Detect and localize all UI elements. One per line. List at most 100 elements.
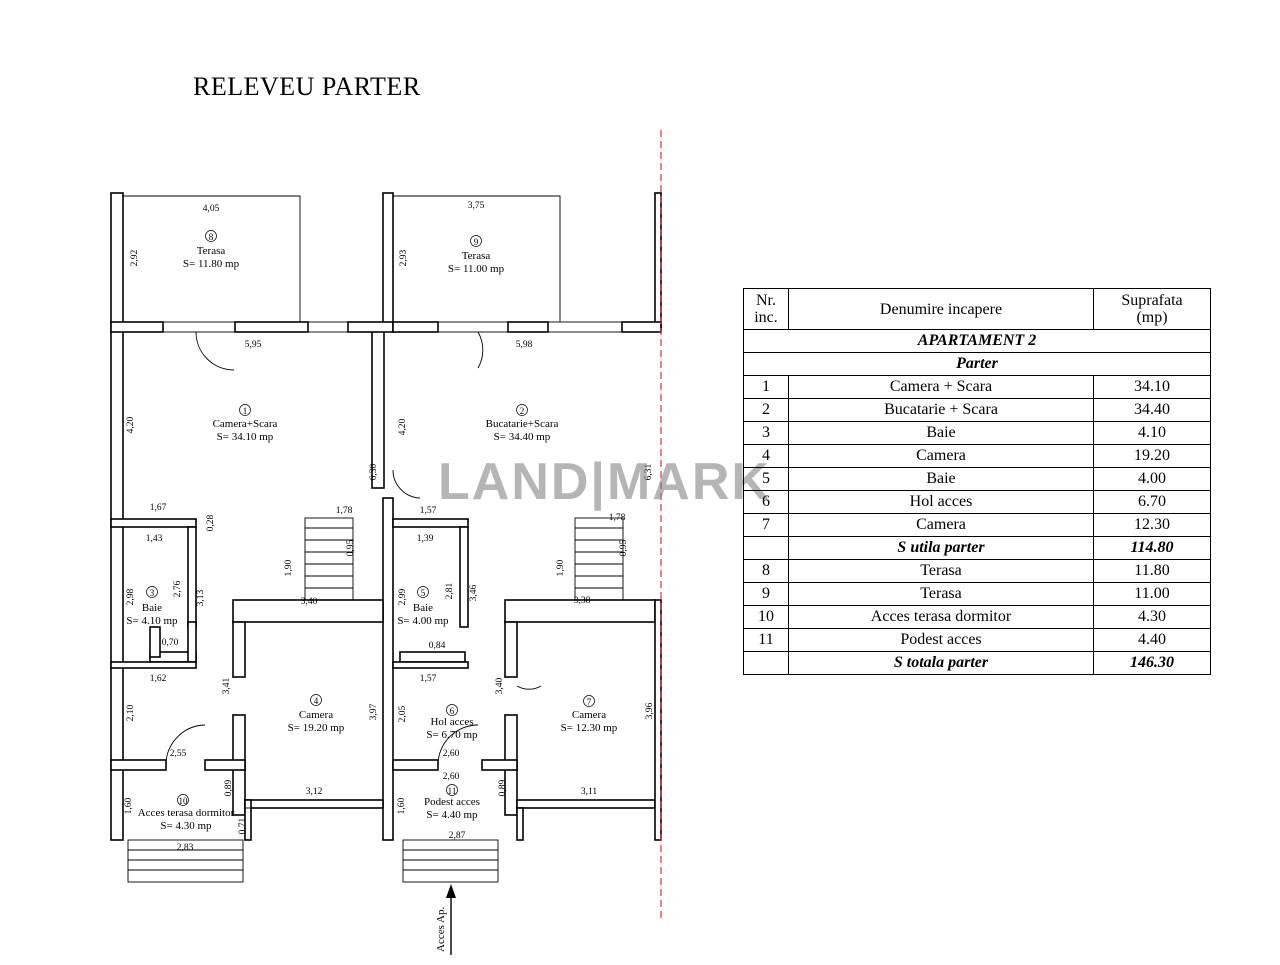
svg-text:1,62: 1,62: [150, 674, 167, 684]
svg-text:1,78: 1,78: [609, 513, 626, 523]
svg-text:10: 10: [179, 796, 189, 806]
svg-text:8: 8: [209, 232, 214, 242]
svg-text:Terasa: Terasa: [197, 245, 226, 257]
svg-text:2: 2: [520, 406, 525, 416]
svg-text:S= 4.30 mp: S= 4.30 mp: [160, 820, 212, 832]
svg-text:3,41: 3,41: [222, 677, 232, 694]
watermark-logo: LAND|MARK: [438, 453, 771, 511]
walls: [110, 192, 662, 841]
svg-text:2,93: 2,93: [399, 249, 409, 266]
svg-text:2,10: 2,10: [126, 704, 136, 721]
svg-text:0,71: 0,71: [238, 817, 248, 834]
svg-text:0,28: 0,28: [206, 514, 216, 531]
svg-text:3,75: 3,75: [468, 201, 485, 211]
svg-text:2,76: 2,76: [173, 580, 183, 597]
svg-text:2,81: 2,81: [445, 582, 455, 599]
svg-text:1,90: 1,90: [556, 559, 566, 576]
svg-text:3,12: 3,12: [306, 787, 323, 797]
svg-text:3,13: 3,13: [196, 589, 206, 606]
svg-text:2,60: 2,60: [443, 772, 460, 782]
svg-text:0,89: 0,89: [224, 779, 234, 796]
svg-text:1: 1: [243, 406, 248, 416]
svg-text:S= 4.10 mp: S= 4.10 mp: [126, 615, 178, 627]
area-table: Nr.inc. Denumire incapere Suprafata(mp) …: [743, 288, 1211, 675]
svg-text:2,98: 2,98: [126, 588, 136, 605]
svg-text:S= 11.00 mp: S= 11.00 mp: [448, 263, 505, 275]
svg-text:2,60: 2,60: [443, 749, 460, 759]
svg-text:1,78: 1,78: [336, 506, 353, 516]
svg-text:4,20: 4,20: [126, 416, 136, 433]
svg-text:0,84: 0,84: [429, 641, 446, 651]
svg-text:0,95: 0,95: [346, 539, 356, 556]
svg-text:Camera: Camera: [572, 709, 606, 721]
svg-text:7: 7: [587, 697, 592, 707]
svg-text:5,95: 5,95: [245, 340, 262, 350]
svg-text:S= 11.80 mp: S= 11.80 mp: [183, 258, 240, 270]
svg-text:3,97: 3,97: [369, 703, 379, 720]
svg-text:11: 11: [448, 786, 457, 796]
svg-text:5,98: 5,98: [516, 340, 533, 350]
svg-text:Podest acces: Podest acces: [424, 796, 480, 808]
svg-text:S= 19.20 mp: S= 19.20 mp: [288, 722, 345, 734]
svg-text:3,96: 3,96: [645, 702, 655, 719]
svg-text:S= 34.40 mp: S= 34.40 mp: [494, 431, 551, 443]
floor-row: Parter: [743, 352, 1211, 376]
svg-text:1,39: 1,39: [417, 534, 434, 544]
svg-text:2,83: 2,83: [177, 843, 194, 853]
svg-text:6: 6: [450, 706, 455, 716]
svg-text:2,99: 2,99: [398, 588, 408, 605]
svg-text:9: 9: [474, 237, 479, 247]
svg-text:4,05: 4,05: [203, 204, 220, 214]
svg-text:1,57: 1,57: [420, 674, 437, 684]
svg-text:1,90: 1,90: [284, 559, 294, 576]
svg-text:1,67: 1,67: [150, 503, 167, 513]
svg-text:S= 4.40 mp: S= 4.40 mp: [426, 809, 478, 821]
svg-text:2,92: 2,92: [130, 249, 140, 266]
svg-text:S= 34.10 mp: S= 34.10 mp: [217, 431, 274, 443]
svg-text:1,57: 1,57: [420, 506, 437, 516]
svg-text:3,38: 3,38: [574, 596, 591, 606]
svg-text:5: 5: [421, 588, 426, 598]
svg-text:2,05: 2,05: [398, 705, 408, 722]
svg-text:4,20: 4,20: [398, 418, 408, 435]
svg-text:1,60: 1,60: [124, 797, 134, 814]
svg-text:S= 12.30 mp: S= 12.30 mp: [561, 722, 618, 734]
svg-text:4: 4: [314, 696, 319, 706]
svg-text:2,87: 2,87: [449, 831, 466, 841]
svg-text:Terasa: Terasa: [462, 250, 491, 262]
svg-text:Acces terasa dormitor: Acces terasa dormitor: [138, 807, 235, 819]
svg-text:1,60: 1,60: [397, 797, 407, 814]
svg-text:3,40: 3,40: [495, 677, 505, 694]
table-header: Nr.inc. Denumire incapere Suprafata(mp): [743, 288, 1211, 330]
svg-text:0,70: 0,70: [162, 638, 179, 648]
svg-text:Camera: Camera: [299, 709, 333, 721]
svg-text:Baie: Baie: [142, 602, 162, 614]
svg-text:3,40: 3,40: [301, 597, 318, 607]
svg-text:Hol acces: Hol acces: [430, 716, 473, 728]
svg-text:Bucatarie+Scara: Bucatarie+Scara: [486, 418, 559, 430]
entrance-label: Acces Ap.: [435, 907, 447, 952]
